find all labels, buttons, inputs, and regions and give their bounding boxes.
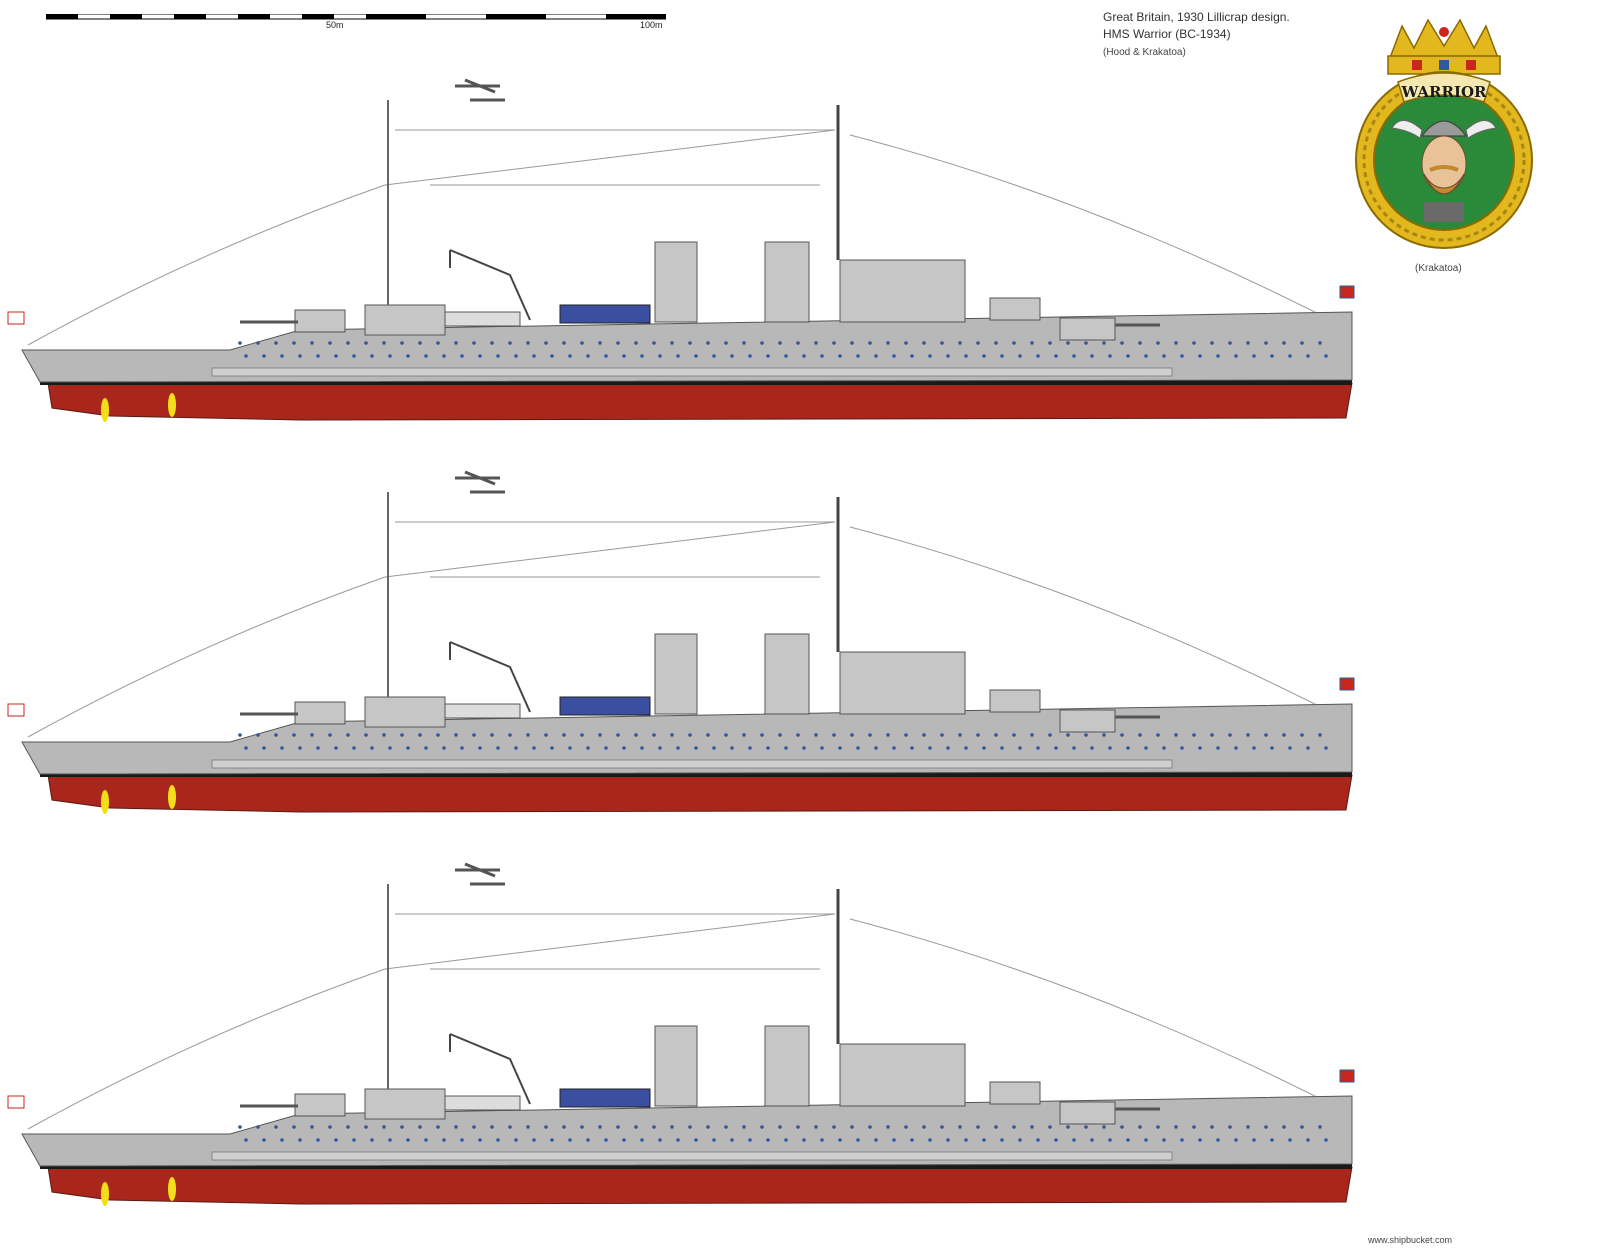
hull-underwater (47, 774, 1353, 813)
badge-graphic: WARRIOR (1355, 18, 1533, 249)
badge-ship-name: WARRIOR (1400, 83, 1487, 101)
bridge-tower (839, 259, 966, 323)
rigging-lines (27, 521, 1351, 738)
propeller-icon (168, 785, 176, 809)
crane (449, 641, 531, 713)
aft-funnel (764, 241, 810, 323)
credit: www.shipbucket.com (1368, 1235, 1453, 1245)
armour-belt (211, 367, 1173, 377)
hull-underwater (47, 1166, 1353, 1205)
boot-topping (40, 772, 1352, 777)
scale-label-50m: 50m (326, 20, 344, 30)
turret-a (294, 701, 346, 725)
catapult (444, 703, 521, 719)
propeller-icon (101, 1182, 109, 1206)
scale-label-100m: 100m (640, 20, 663, 30)
turret-a (294, 309, 346, 333)
badge-caption: (Krakatoa) (1415, 263, 1462, 274)
ensign-flag-icon (7, 311, 25, 325)
fore-funnel (654, 633, 698, 715)
boats (559, 696, 651, 716)
turret-y (1059, 709, 1116, 733)
crane (449, 1033, 531, 1105)
aft-funnel (764, 1025, 810, 1107)
bridge-tower (839, 651, 966, 715)
bridge-tower (839, 1043, 966, 1107)
caption-line-1: Great Britain, 1930 Lillicrap design. (1103, 10, 1290, 24)
propeller-icon (101, 790, 109, 814)
propeller-icon (101, 398, 109, 422)
jack-flag-icon (1339, 677, 1355, 691)
turret-x (989, 689, 1041, 713)
caption-line-2: HMS Warrior (BC-1934) (1103, 27, 1231, 41)
propeller-icon (168, 1177, 176, 1201)
turret-y (1059, 317, 1116, 341)
caption-line-3: (Hood & Krakatoa) (1103, 47, 1186, 58)
seaplane-icon (455, 470, 505, 494)
ensign-flag-icon (7, 703, 25, 717)
boats (559, 1088, 651, 1108)
boot-topping (40, 380, 1352, 385)
turret-y (1059, 1101, 1116, 1125)
hull-side (21, 1095, 1353, 1167)
armour-belt (211, 1151, 1173, 1161)
crane (449, 249, 531, 321)
ship-profile-top (7, 78, 1355, 422)
propeller-icon (168, 393, 176, 417)
rigging-lines (27, 129, 1351, 346)
seaplane-icon (455, 78, 505, 102)
catapult (444, 311, 521, 327)
seaplane-icon (455, 862, 505, 886)
boot-topping (40, 1164, 1352, 1169)
fore-funnel (654, 241, 698, 323)
viking-warrior-icon (1391, 120, 1497, 222)
fore-funnel (654, 1025, 698, 1107)
fore-superstructure (364, 696, 446, 728)
hull-underwater (47, 382, 1353, 421)
hull-side (21, 703, 1353, 775)
ensign-flag-icon (7, 1095, 25, 1109)
jack-flag-icon (1339, 1069, 1355, 1083)
naval-crown-icon (1387, 18, 1501, 75)
ship-profile-middle (7, 470, 1355, 814)
fore-superstructure (364, 1088, 446, 1120)
turret-x (989, 1081, 1041, 1105)
catapult (444, 1095, 521, 1111)
fore-superstructure (364, 304, 446, 336)
jack-flag-icon (1339, 285, 1355, 299)
aft-funnel (764, 633, 810, 715)
ship-profile-bottom (7, 862, 1355, 1206)
ship-badge: WARRIOR (1352, 18, 1536, 262)
turret-a (294, 1093, 346, 1117)
armour-belt (211, 759, 1173, 769)
boats (559, 304, 651, 324)
hull-side (21, 311, 1353, 383)
rigging-lines (27, 913, 1351, 1130)
turret-x (989, 297, 1041, 321)
